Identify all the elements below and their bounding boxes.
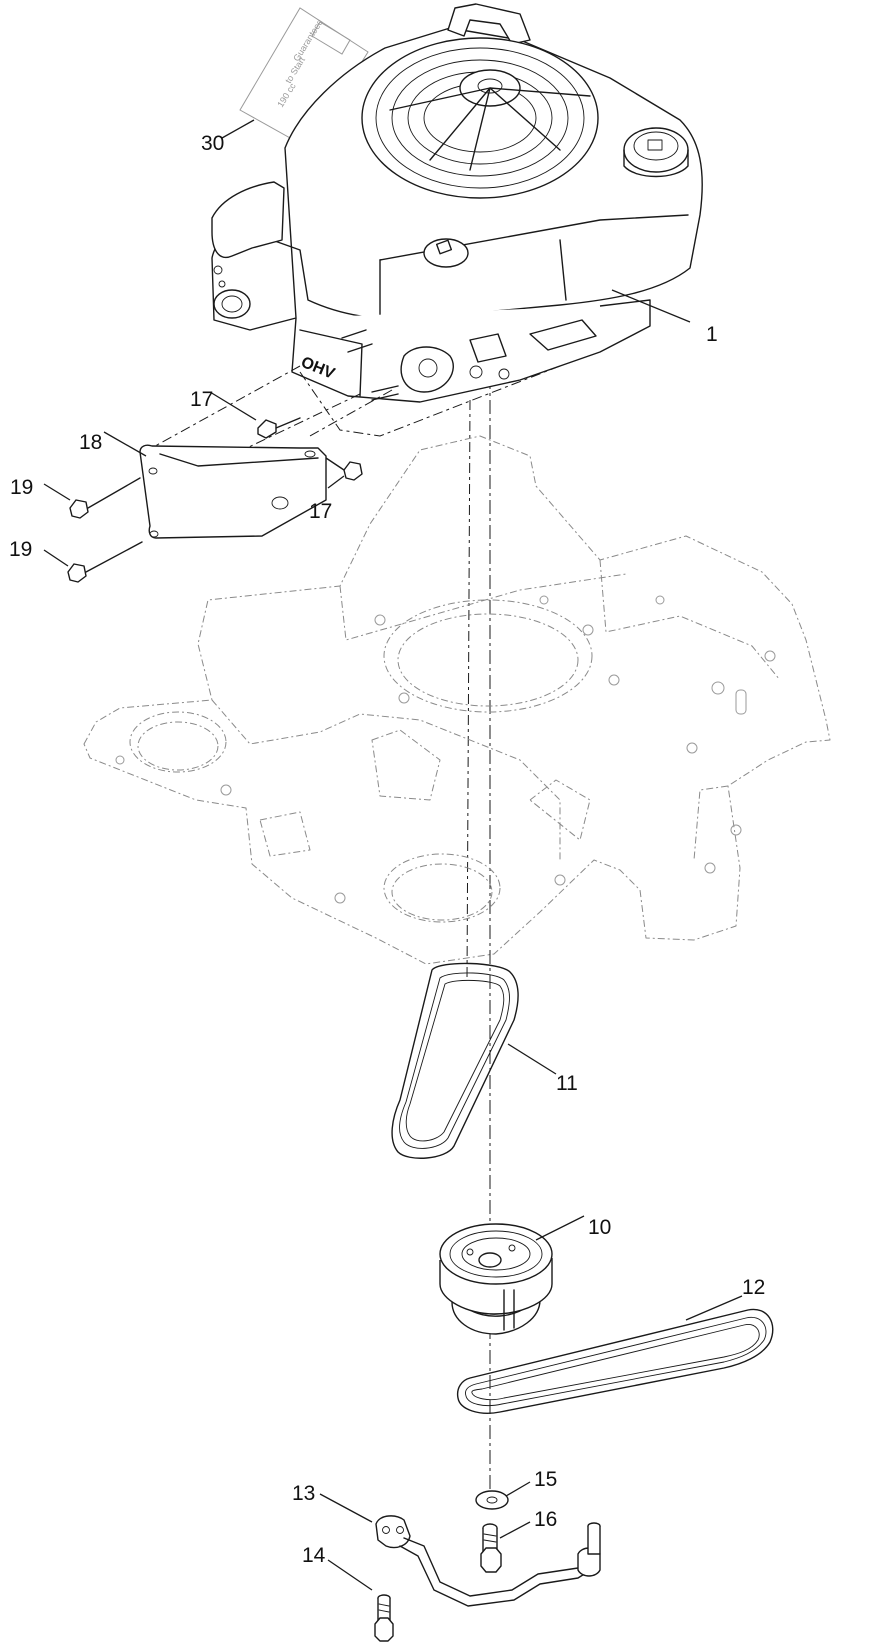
leader-11	[507, 1043, 557, 1075]
callout-10: 10	[588, 1216, 611, 1239]
callout-18: 18	[79, 431, 102, 454]
callout-17-upper: 17	[190, 388, 213, 411]
leader-16	[499, 1521, 531, 1539]
engine: OHV	[211, 3, 703, 403]
bracket-bolt	[374, 1594, 394, 1642]
engine-pulley	[439, 1223, 553, 1335]
callout-15: 15	[534, 1468, 557, 1491]
leader-14	[327, 1559, 373, 1591]
bolt-19-upper	[69, 477, 141, 519]
leader-19-upper	[43, 483, 71, 501]
mounting-bracket	[139, 444, 327, 539]
callout-12: 12	[742, 1276, 765, 1299]
leader-30	[221, 119, 255, 139]
mounting-phantom-lines	[147, 365, 561, 457]
leader-13	[319, 1493, 373, 1523]
engine-belt	[391, 962, 519, 1159]
bolt-17-upper	[257, 417, 301, 439]
callout-14: 14	[302, 1544, 326, 1567]
leader-12	[685, 1295, 743, 1321]
callout-16: 16	[534, 1508, 557, 1531]
mower-deck-ghost	[83, 435, 831, 965]
washer	[475, 1490, 509, 1510]
callout-1: 1	[706, 323, 718, 346]
callout-19-upper: 19	[10, 476, 33, 499]
crankshaft-phantom-line	[466, 399, 471, 981]
callout-19-lower: 19	[9, 538, 32, 561]
callout-11: 11	[556, 1072, 578, 1095]
belt-guide-bracket	[375, 1515, 601, 1607]
leader-17-lower	[327, 475, 345, 489]
leader-17-upper	[209, 391, 257, 421]
callout-30: 30	[201, 132, 224, 155]
bolt-17-lower	[319, 453, 363, 481]
svg-text:190 cc: 190 cc	[275, 81, 298, 109]
pulley-bolt	[480, 1523, 502, 1573]
leader-15	[505, 1481, 531, 1497]
bolt-19-lower	[67, 541, 143, 583]
leader-10	[535, 1215, 585, 1241]
leader-19-lower	[43, 549, 69, 567]
callout-17-lower: 17	[309, 500, 332, 523]
drive-belt	[456, 1308, 774, 1414]
svg-text:to Start: to Start	[283, 55, 307, 85]
leader-1	[611, 289, 691, 323]
callout-13: 13	[292, 1482, 315, 1505]
leader-18	[103, 431, 147, 457]
